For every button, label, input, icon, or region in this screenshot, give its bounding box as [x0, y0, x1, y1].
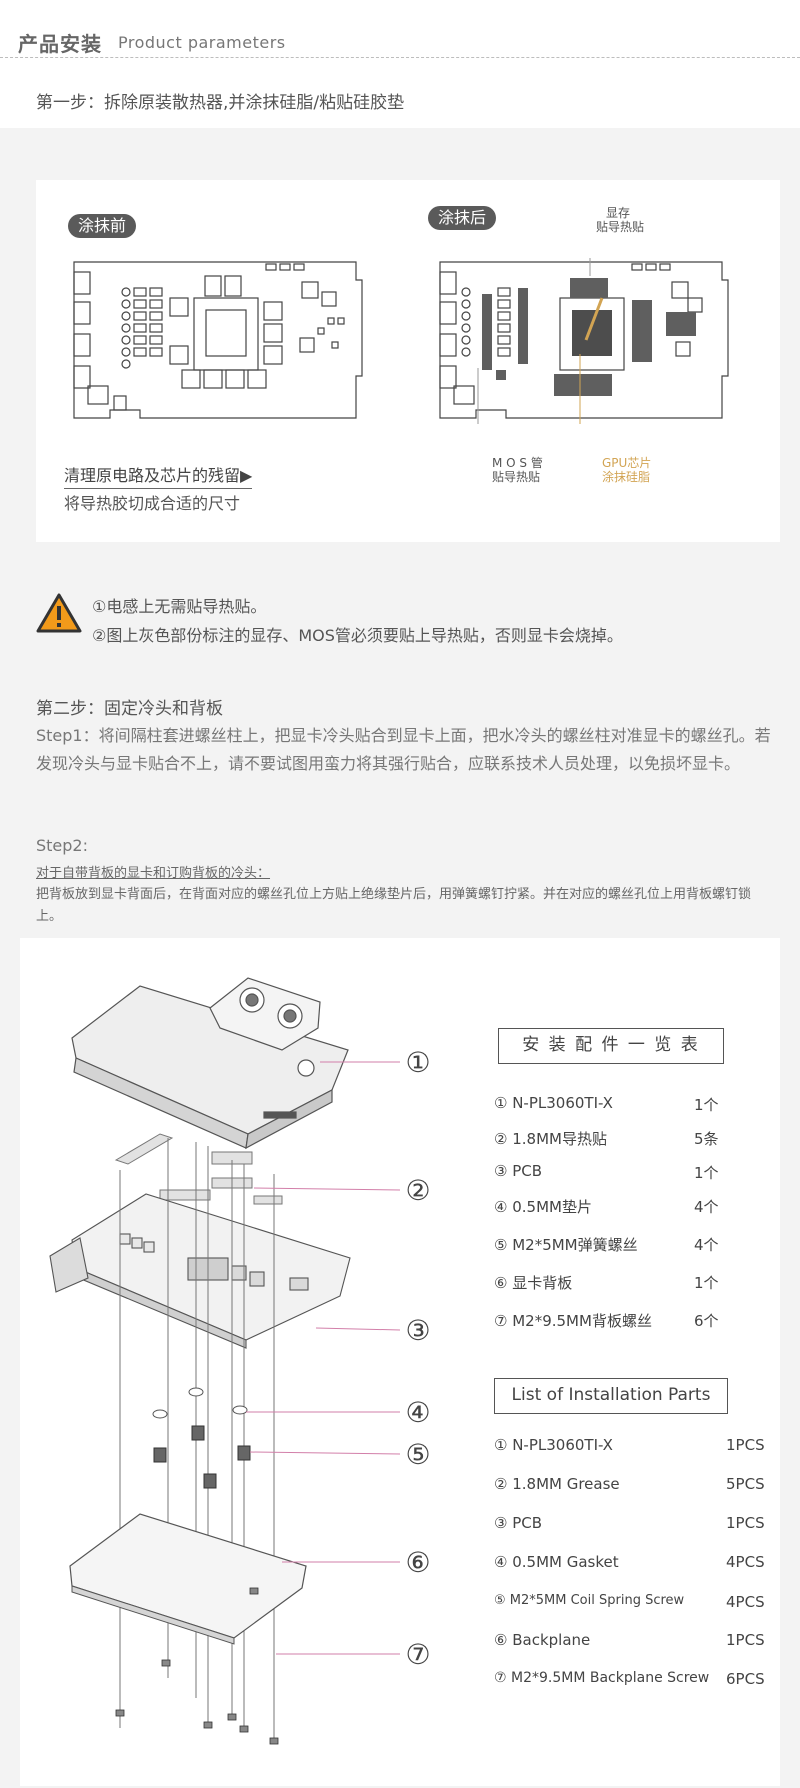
assembly-panel: ① ② ③ ④ ⑤ ⑥ ⑦ 安 装 配 件 一 览 表 ① N-PL3060TI…	[20, 938, 780, 1786]
parts-en-qty: 5PCS	[726, 1475, 765, 1493]
section-header: 产品安装 Product parameters	[0, 0, 800, 58]
parts-cn-name: ② 1.8MM导热贴	[494, 1130, 607, 1148]
pcb-after-illustration	[439, 258, 729, 424]
callout-3: ③	[405, 1314, 430, 1347]
parts-cn-qty: 6个	[694, 1312, 719, 1330]
parts-en-name: ③ PCB	[494, 1514, 543, 1532]
callout-5: ⑤	[405, 1438, 430, 1471]
parts-cn-name: ⑤ M2*5MM弹簧螺丝	[494, 1236, 638, 1254]
callout-1: ①	[405, 1046, 430, 1079]
parts-cn-qty: 1个	[694, 1274, 719, 1292]
pcb-panel: 涂抹前 涂抹后	[36, 180, 780, 542]
warning-icon	[36, 593, 82, 633]
parts-en-name: ⑥ Backplane	[494, 1631, 591, 1649]
parts-cn-name: ③ PCB	[494, 1162, 543, 1180]
parts-cn-qty: 5条	[694, 1130, 719, 1148]
callout-4: ④	[405, 1396, 430, 1429]
parts-en-qty: 4PCS	[726, 1593, 765, 1611]
gpu-label-2: 涂抹硅脂	[602, 470, 651, 484]
callout-2: ②	[405, 1174, 430, 1207]
step1-title: 第一步：拆除原装散热器,并涂抹硅脂/粘贴硅胶垫	[36, 93, 405, 113]
mos-label-1: M O S 管	[492, 456, 543, 470]
exploded-assembly-diagram: ① ② ③ ④ ⑤ ⑥ ⑦	[49, 977, 431, 1745]
parts-en-name: ② 1.8MM Grease	[494, 1475, 620, 1493]
warning-line-1: ①电感上无需贴导热贴。	[92, 597, 267, 616]
parts-cn-qty: 1个	[694, 1164, 719, 1182]
vram-label-1: 显存	[606, 206, 631, 220]
parts-en-name: ⑤ M2*5MM Coil Spring Screw	[494, 1593, 685, 1608]
parts-cn-name: ④ 0.5MM垫片	[494, 1198, 592, 1216]
step2-step2-label: Step2:	[36, 836, 88, 855]
backplane-illustration	[69, 1513, 307, 1639]
parts-en-name: ① N-PL3060TI-X	[494, 1436, 613, 1454]
parts-en-name: ⑦ M2*9.5MM Backplane Screw	[494, 1670, 710, 1686]
parts-cn-name: ⑥ 显卡背板	[494, 1274, 573, 1292]
after-pill: 涂抹后	[428, 206, 497, 230]
header-title-en: Product parameters	[118, 33, 286, 52]
parts-cn-qty: 1个	[694, 1096, 719, 1114]
warning-line-2: ②图上灰色部份标注的显存、MOS管必须要贴上导热贴，否则显卡会烧掉。	[92, 626, 623, 645]
header-title-cn: 产品安装	[18, 32, 102, 56]
step2-title: 第二步：固定冷头和背板	[36, 699, 223, 719]
parts-en-qty: 1PCS	[726, 1631, 765, 1649]
vram-label-2: 贴导热贴	[596, 220, 645, 234]
parts-cn-name: ⑦ M2*9.5MM背板螺丝	[494, 1312, 652, 1330]
parts-en-qty: 6PCS	[726, 1670, 765, 1688]
parts-cn-qty: 4个	[694, 1198, 719, 1216]
pcb-illustration	[49, 1193, 351, 1349]
parts-cn-heading: 安 装 配 件 一 览 表	[498, 1028, 724, 1064]
pcb-before-illustration	[73, 261, 363, 419]
parts-en-heading: List of Installation Parts	[494, 1378, 728, 1414]
parts-en-qty: 1PCS	[726, 1436, 765, 1454]
step2-step2-description: 把背板放到显卡背面后，在背面对应的螺丝孔位上方贴上绝缘垫片后，用弹簧螺钉拧紧。并…	[36, 887, 752, 924]
parts-en-name: ④ 0.5MM Gasket	[494, 1553, 619, 1571]
parts-en-qty: 4PCS	[726, 1553, 765, 1571]
clean-residue-note: 清理原电路及芯片的残留▶	[64, 462, 253, 489]
parts-cn-name: ① N-PL3060TI-X	[494, 1094, 613, 1112]
parts-en-qty: 1PCS	[726, 1514, 765, 1532]
gpu-label-1: GPU芯片	[602, 456, 652, 470]
water-block-illustration	[71, 977, 349, 1150]
before-pill: 涂抹前	[68, 214, 137, 238]
parts-cn-qty: 4个	[694, 1236, 719, 1254]
step2-step2-subtitle: 对于自带背板的显卡和订购背板的冷头：	[36, 866, 271, 881]
cut-pad-note: 将导热胶切成合适的尺寸	[64, 494, 241, 513]
callout-7: ⑦	[405, 1638, 430, 1671]
callout-6: ⑥	[405, 1546, 430, 1579]
mos-label-2: 贴导热贴	[492, 470, 541, 484]
step2-step1-text: Step1：将间隔柱套进螺丝柱上，把显卡冷头贴合到显卡上面，把水冷头的螺丝柱对准…	[36, 726, 771, 773]
